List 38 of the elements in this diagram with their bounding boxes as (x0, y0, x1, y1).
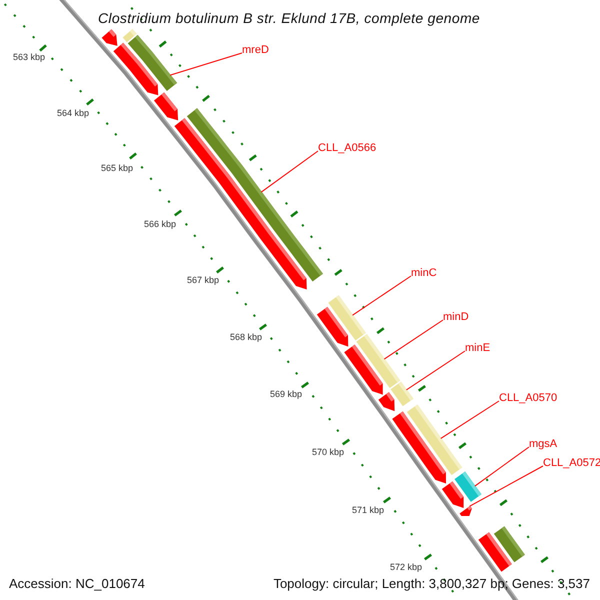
gene-segment (102, 29, 118, 46)
genome-info-text: Topology: circular; Length: 3,800,327 bp; Genes: 3,537 (273, 575, 590, 593)
gene-segment (460, 506, 472, 516)
leader-line (260, 150, 318, 193)
scale-label: 567 kbp (187, 274, 220, 286)
gene-segment (378, 392, 395, 412)
gene-segment (442, 481, 464, 508)
leader-line (440, 400, 500, 439)
gene-label: minE (465, 341, 490, 355)
leader-line (384, 320, 444, 360)
gene-label: CLL_A0566 (318, 141, 376, 155)
scale-label: 569 kbp (270, 388, 302, 400)
gene-segment (154, 92, 178, 120)
leader-line (170, 52, 242, 76)
gene-segment (128, 34, 178, 91)
gene-segment (316, 306, 348, 347)
leader-line (352, 276, 412, 316)
gene-segment (344, 344, 383, 395)
leader-line (406, 350, 466, 390)
leader-line (469, 466, 544, 507)
gene-label: minC (411, 266, 437, 280)
gene-label: CLL_A0570 (499, 391, 558, 405)
gene-label: mreD (242, 43, 269, 57)
scale-label: 565 kbp (101, 162, 134, 174)
gene-label: mgsA (529, 437, 558, 451)
scale-label: 563 kbp (13, 51, 46, 63)
accession-text: Accession: NC_010674 (9, 575, 145, 593)
leader-line (474, 446, 530, 487)
scale-label: 571 kbp (352, 504, 384, 516)
gene-segment (494, 526, 525, 562)
scale-label: 568 kbp (230, 331, 262, 343)
title: Clostridium botulinum B str. Eklund 17B, complete genome (98, 9, 480, 28)
scale-label: 570 kbp (312, 446, 344, 458)
scale-label: 572 kbp (390, 561, 422, 573)
scale-label: 564 kbp (57, 107, 90, 119)
scale-label: 566 kbp (144, 218, 176, 230)
gene-segment (406, 404, 462, 476)
gene-label: minD (443, 310, 469, 324)
